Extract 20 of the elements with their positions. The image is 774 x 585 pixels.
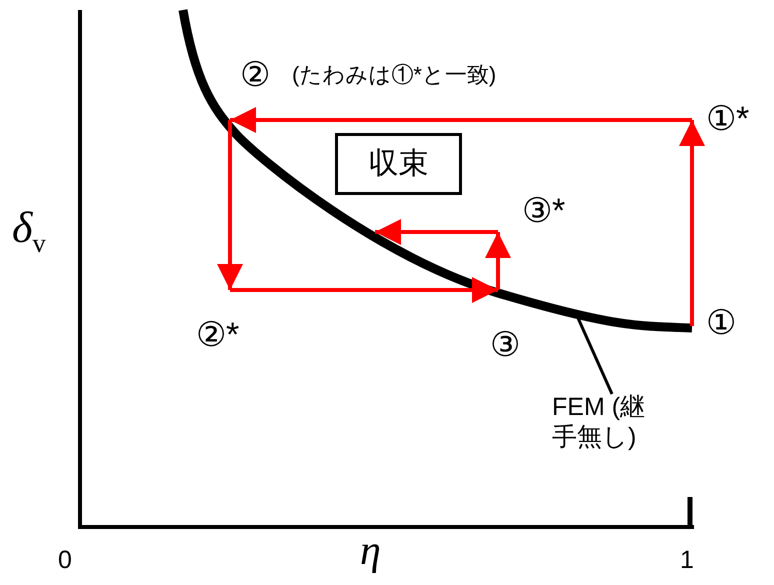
point-label: ③* bbox=[522, 194, 566, 228]
axis-label: η bbox=[360, 530, 381, 572]
point-label: ②* bbox=[196, 318, 240, 352]
arrow bbox=[375, 219, 498, 245]
arrow bbox=[679, 120, 705, 326]
tick-label: 0 bbox=[58, 548, 72, 573]
arrow bbox=[230, 277, 498, 303]
point-label: ② bbox=[240, 58, 270, 92]
curve-label: FEM (継手無し) bbox=[552, 392, 662, 452]
leader-line bbox=[576, 317, 614, 395]
label-box: 収束 bbox=[335, 133, 462, 195]
point-label: ① bbox=[706, 306, 736, 340]
point-label: ③ bbox=[490, 328, 520, 362]
axis-label: δ$_{v}$ bbox=[12, 206, 46, 256]
arrow bbox=[217, 120, 243, 290]
arrow bbox=[485, 232, 511, 290]
point-label: ①* bbox=[706, 102, 750, 136]
tick-label: 1 bbox=[680, 548, 694, 573]
note: (たわみは①*と一致) bbox=[292, 64, 496, 86]
arrow bbox=[230, 107, 692, 133]
